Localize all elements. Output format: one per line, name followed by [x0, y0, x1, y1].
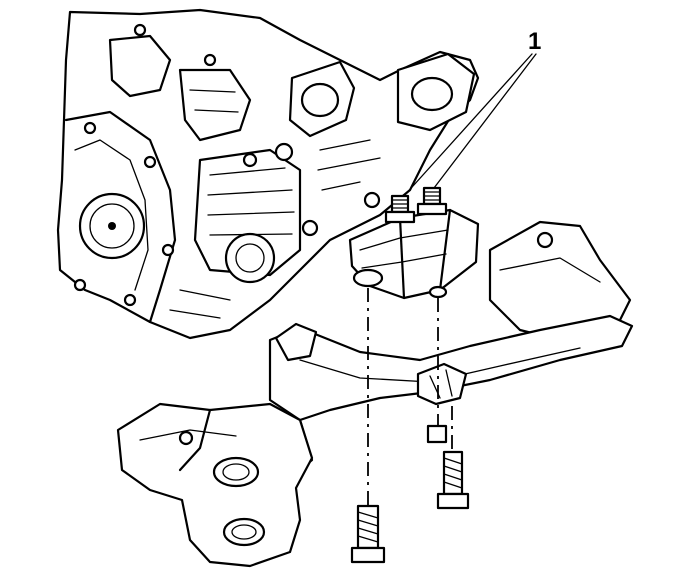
bolt-alignment-lines: [367, 288, 453, 506]
callout-leaders: [403, 53, 537, 197]
bolt-long-right: [436, 450, 470, 510]
subframe-rail-right: [488, 220, 632, 342]
stud-nut-right: [416, 186, 448, 216]
callout-number-1: 1: [528, 28, 542, 55]
cradle-mount-left: [116, 402, 314, 568]
engine-block: [56, 8, 480, 340]
bolt-short-center: [426, 424, 448, 444]
engine-mount-bracket: [348, 208, 480, 300]
mount-stud-nuts: [384, 186, 448, 224]
stud-nut-left: [384, 194, 416, 224]
bolt-long-left: [350, 504, 386, 564]
crossmember: [268, 314, 634, 472]
mounting-bolts: [350, 424, 470, 564]
